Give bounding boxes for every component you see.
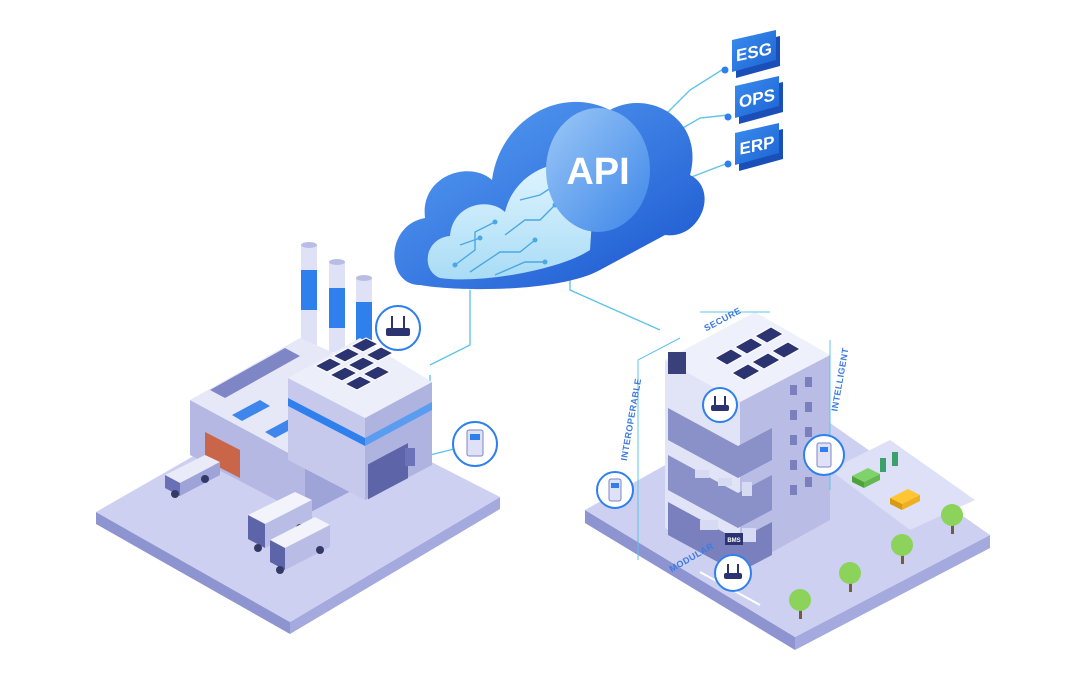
- factory-office-stripe-right: [365, 402, 432, 446]
- factory-office-stripe: [288, 398, 365, 446]
- cloud-api[interactable]: API: [394, 101, 705, 290]
- truck-tanker: [165, 455, 220, 498]
- tag-erp[interactable]: ERP: [724, 123, 784, 171]
- floor-2: [668, 455, 772, 528]
- building-meter-callout-left[interactable]: [596, 471, 634, 509]
- tag-esg[interactable]: ESG: [721, 30, 781, 78]
- floor-3: [668, 408, 772, 478]
- bms-label: BMS: [727, 538, 740, 544]
- factory-platform-side-left: [96, 512, 290, 634]
- truck-box-2: [270, 517, 330, 574]
- api-bubble: [546, 108, 650, 232]
- building-site[interactable]: SECURE INTEROPERABLE INTELLIGENT MODULAR…: [585, 305, 990, 650]
- factory-site[interactable]: [96, 242, 500, 634]
- building-gateway-callout-top[interactable]: [702, 387, 738, 423]
- energy-meter-icon: [466, 429, 484, 457]
- car-green: [852, 468, 880, 488]
- building-roof: [665, 312, 830, 402]
- ev-chargers: [880, 452, 898, 472]
- energy-meter-icon: [608, 478, 622, 502]
- connector-factory: [429, 290, 471, 366]
- floor-furniture: [695, 470, 756, 542]
- building-solar-panels: [713, 326, 802, 381]
- router-icon: [724, 573, 742, 579]
- label-intelligent: INTELLIGENT: [830, 347, 851, 412]
- tag-ops[interactable]: OPS: [724, 76, 784, 124]
- api-label: API: [566, 151, 629, 193]
- rooftop-unit: [668, 352, 686, 374]
- factory-wall-meter: [405, 448, 415, 466]
- router-icon: [386, 328, 410, 336]
- trees: [789, 504, 963, 619]
- floor-1: [668, 502, 772, 573]
- factory-gateway-callout[interactable]: [375, 305, 421, 351]
- label-interoperable: INTEROPERABLE: [619, 377, 643, 461]
- factory-roof-rail: [210, 348, 300, 398]
- factory-wall-left: [190, 400, 305, 515]
- factory-window: [368, 443, 408, 500]
- building-platform-side-right: [795, 535, 990, 650]
- bms-unit: BMS: [725, 533, 743, 545]
- factory-meter-callout[interactable]: [452, 421, 498, 467]
- energy-meter-icon: [816, 442, 832, 468]
- building-meter-callout-right[interactable]: [803, 434, 845, 476]
- parking-lot: [830, 440, 975, 530]
- circuit-nodes: [452, 179, 563, 268]
- building-windows: [790, 377, 812, 495]
- building-gateway-callout-bottom[interactable]: [714, 554, 752, 592]
- router-icon: [711, 405, 729, 411]
- car-yellow: [890, 489, 920, 510]
- factory-platform-side-right: [290, 497, 500, 634]
- loading-dock-door: [205, 432, 240, 478]
- factory-solar-panels: [313, 337, 395, 391]
